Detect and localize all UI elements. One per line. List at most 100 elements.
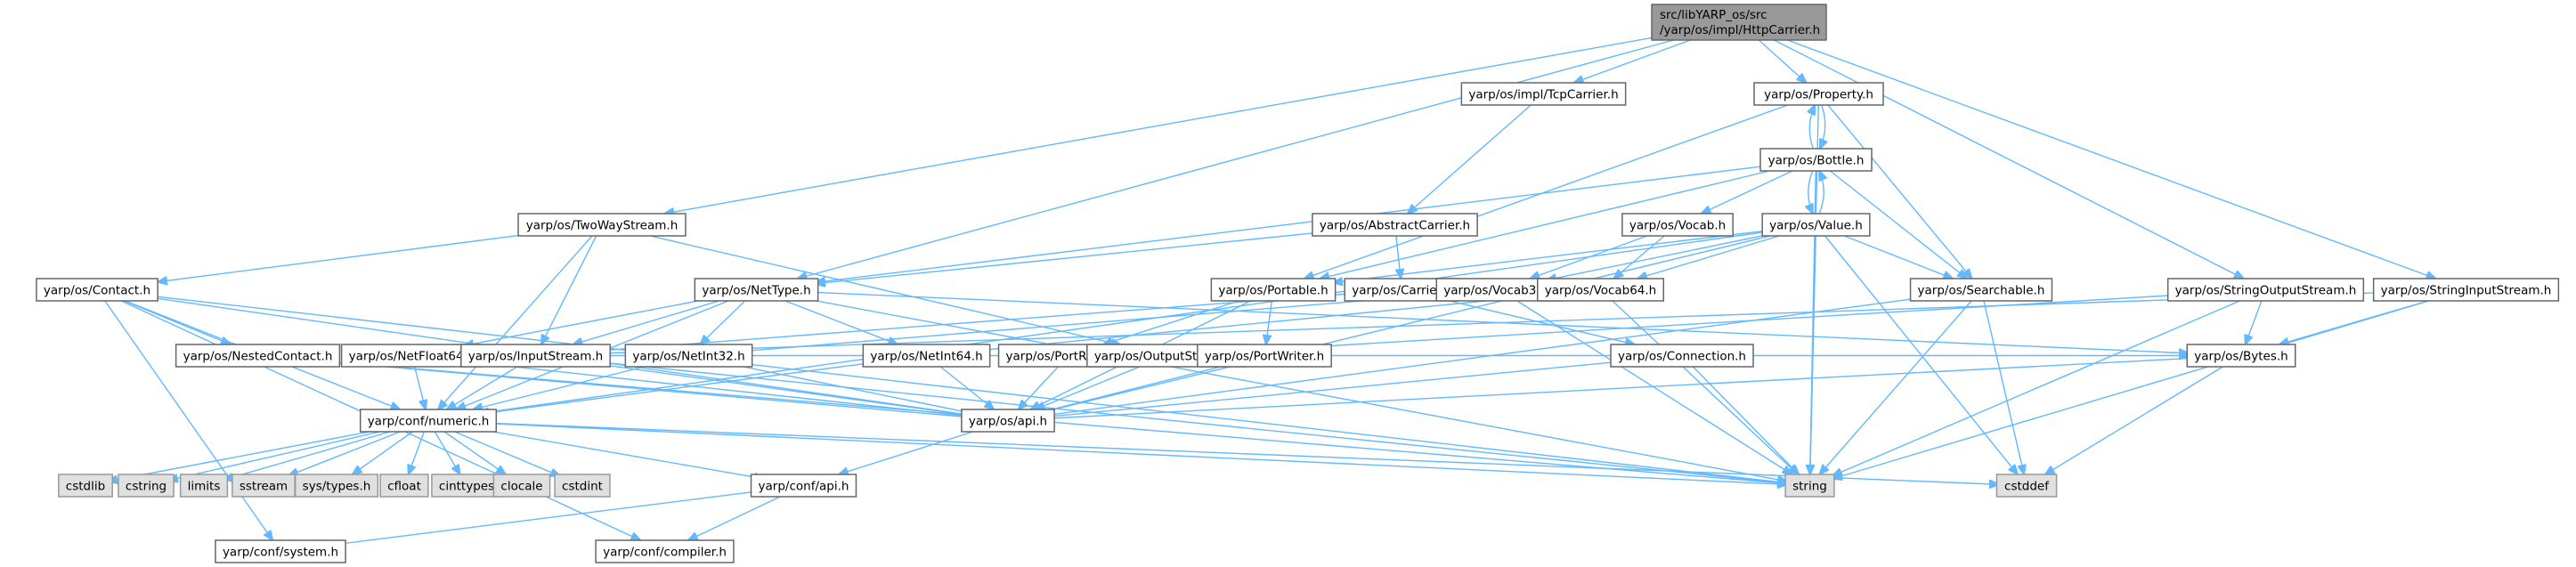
edge-root-to-property [1758,39,1806,83]
node-label: yarp/os/Vocab32.h [1443,284,1556,298]
node-clocale[interactable]: clocale [492,474,551,498]
edge-twoway-to-inputstream [541,235,597,344]
node-systypes[interactable]: sys/types.h [294,474,379,498]
node-label: yarp/os/NetInt32.h [632,350,744,364]
node-label: yarp/os/AbstractCarrier.h [1320,219,1470,233]
edge-root-to-stringout [1774,39,2244,279]
node-searchable[interactable]: yarp/os/Searchable.h [1909,278,2053,302]
edge-nettype-to-inputstream [573,300,719,344]
node-portable[interactable]: yarp/os/Portable.h [1210,278,1337,302]
node-numeric[interactable]: yarp/conf/numeric.h [359,409,498,433]
node-sstream[interactable]: sstream [232,474,296,498]
node-label: yarp/os/NetInt64.h [870,350,982,364]
node-vocab[interactable]: yarp/os/Vocab.h [1621,213,1734,237]
node-label: sys/types.h [303,480,371,494]
edge-nettype-to-string [815,300,1787,482]
edge-contact-to-system [104,300,272,540]
edge-root-to-tcp [1574,39,1691,83]
edge-contact-to-string [157,296,1787,482]
edge-vocab64-to-string [1612,300,1798,474]
node-box [961,409,1055,433]
node-label: cinttypes [439,480,494,494]
node-portwriter[interactable]: yarp/os/PortWriter.h [1197,344,1332,368]
node-label: yarp/os/Vocab.h [1629,219,1726,233]
node-netint64[interactable]: yarp/os/NetInt64.h [862,344,991,368]
node-bytes[interactable]: yarp/os/Bytes.h [2186,344,2296,368]
edge-twoway-to-numeric [438,235,593,409]
edge-numeric-to-limits [223,431,391,480]
node-connection[interactable]: yarp/os/Connection.h [1610,344,1754,368]
edge-numeric-to-cfloat [409,431,426,474]
edge-stringout-to-bytes [2246,300,2263,344]
node-label: yarp/os/Bytes.h [2194,350,2288,364]
node-contact[interactable]: yarp/os/Contact.h [36,278,158,302]
edge-numeric-to-cinttypes [434,431,459,474]
node-property[interactable]: yarp/os/Property.h [1753,82,1884,106]
edge-osapi-to-confapi [839,428,981,474]
edge-numeric-to-cstddef [478,422,1999,484]
node-label: yarp/os/Contact.h [44,284,150,298]
edge-outputstream-to-osapi [1036,366,1141,409]
node-box [2372,278,2560,302]
node-cstddef[interactable]: cstddef [1995,474,2058,498]
node-nettype[interactable]: yarp/os/NetType.h [694,278,819,302]
edge-value-to-vocab32 [1547,232,1776,280]
node-bottle[interactable]: yarp/os/Bottle.h [1759,148,1873,172]
edge-numeric-to-cstdlib [108,429,378,481]
node-cstring[interactable]: cstring [118,474,175,498]
root-node-httpcarrier[interactable]: src/libYARP_os/src /yarp/os/impl/HttpCar… [1651,4,1827,41]
node-cfloat[interactable]: cfloat [379,474,429,498]
node-label: yarp/os/api.h [969,415,1047,429]
node-vocab64[interactable]: yarp/os/Vocab64.h [1536,278,1665,302]
node-box [2186,344,2296,368]
node-string[interactable]: string [1784,474,1835,498]
node-stringout[interactable]: yarp/os/StringOutputStream.h [2166,278,2365,302]
edge-netint32-to-numeric [473,366,645,409]
node-twoway[interactable]: yarp/os/TwoWayStream.h [517,213,687,237]
edge-bottle-to-searchable [1829,170,1967,279]
node-nestedcontact[interactable]: yarp/os/NestedContact.h [175,344,341,368]
node-tcp[interactable]: yarp/os/impl/TcpCarrier.h [1460,82,1627,106]
node-osapi[interactable]: yarp/os/api.h [961,409,1055,433]
node-box [1753,82,1884,106]
edge-searchable-to-osapi [1036,297,1921,417]
node-label: yarp/os/PortWriter.h [1205,350,1324,364]
edge-numeric-to-string [478,422,1787,484]
node-label: yarp/os/Vocab64.h [1545,284,1657,298]
edge-numeric-to-cstring [168,431,380,481]
node-box [862,344,991,368]
node-cstdlib[interactable]: cstdlib [58,474,113,498]
node-netint32[interactable]: yarp/os/NetInt32.h [624,344,753,368]
edge-netint32-to-osapi [735,364,980,415]
edge-property-to-searchable [1827,104,1972,279]
node-box [1210,278,1337,302]
node-confapi[interactable]: yarp/conf/api.h [750,474,857,498]
node-box [175,344,341,368]
node-value[interactable]: yarp/os/Value.h [1761,213,1871,237]
node-abstractcarrier[interactable]: yarp/os/AbstractCarrier.h [1312,213,1478,237]
node-system[interactable]: yarp/conf/system.h [215,539,346,563]
node-inputstream[interactable]: yarp/os/InputStream.h [460,344,611,368]
node-box [1460,82,1627,106]
edge-carrier-to-connection [1449,300,1635,344]
node-label: yarp/os/Searchable.h [1918,284,2045,298]
node-compiler[interactable]: yarp/conf/compiler.h [595,539,735,563]
edge-value-to-searchable [1844,235,1953,279]
edge-numeric-to-confapi [478,428,764,478]
node-netfloat64[interactable]: yarp/os/NetFloat64.h [340,344,484,368]
node-stringin[interactable]: yarp/os/StringInputStream.h [2372,278,2560,302]
edge-value-to-numeric [479,230,1776,413]
edge-root-to-twoway [664,36,1653,214]
node-label: clocale [500,480,542,494]
edge-nestedcontact-to-string [338,361,1787,483]
node-label: yarp/os/NetFloat64.h [349,350,475,364]
node-cstdint[interactable]: cstdint [554,474,611,498]
node-label: cstring [126,480,167,494]
node-cinttypes[interactable]: cinttypes [431,474,502,498]
node-box [58,474,113,498]
node-limits[interactable]: limits [179,474,229,498]
node-box [379,474,429,498]
node-box [554,474,611,498]
node-label: yarp/os/NetType.h [702,284,810,298]
edge-bottle-to-nettype [816,166,1761,282]
